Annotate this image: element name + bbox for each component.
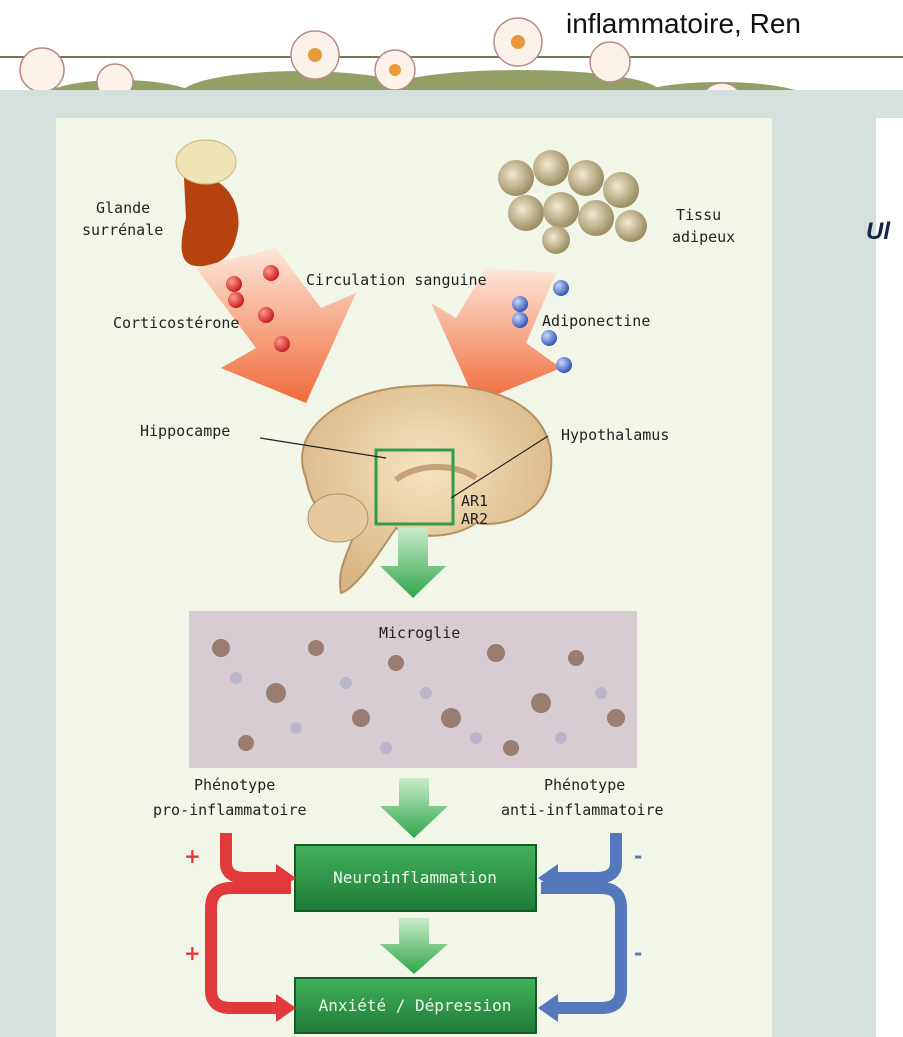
plus-sign-bottom: + [184,941,201,965]
green-arrow-neuroinflammation-to-anxiety [380,918,448,974]
circulation-label: Circulation sanguine [306,271,487,289]
phenotype-pro-label-2: pro-inflammatoire [153,801,307,819]
glande-label: Glande [96,199,150,217]
adipose-tissue-icon [498,150,647,254]
microglie-label: Microglie [379,624,460,642]
plus-sign-top: + [184,844,201,868]
neuroinflammation-label: Neuroinflammation [333,868,497,887]
minus-sign-bottom: - [634,941,642,965]
ar2-label: AR2 [461,510,488,528]
corticosterone-label: Corticostérone [113,314,239,332]
neuroinflammation-figure: Glande surrénale Tissu adipeux Circulati… [56,118,772,1037]
hippocampe-label: Hippocampe [140,422,230,440]
adiponectine-label: Adiponectine [542,312,650,330]
right-content-panel [876,118,903,1037]
phenotype-anti-label-2: anti-inflammatoire [501,801,664,819]
ar1-label: AR1 [461,492,488,510]
blue-anti-inflammatory-arrows [541,833,621,1008]
surrenale-label: surrénale [82,221,163,239]
partial-heading: Ul [866,218,890,246]
blue-arrowhead-bottom [538,994,558,1022]
green-arrow-microglia-to-neuroinflammation [380,778,448,838]
adipeux-label: adipeux [672,228,735,246]
hypothalamus-label: Hypothalamus [561,426,669,444]
phenotype-pro-label-1: Phénotype [194,776,275,794]
red-pro-inflammatory-arrows [211,833,291,1008]
adrenal-gland-icon [176,140,239,266]
anxiete-depression-label: Anxiété / Dépression [319,996,512,1015]
tissu-label: Tissu [676,206,721,224]
phenotype-anti-label-1: Phénotype [544,776,625,794]
red-arrowhead-bottom [276,994,296,1022]
minus-sign-top: - [634,844,642,868]
